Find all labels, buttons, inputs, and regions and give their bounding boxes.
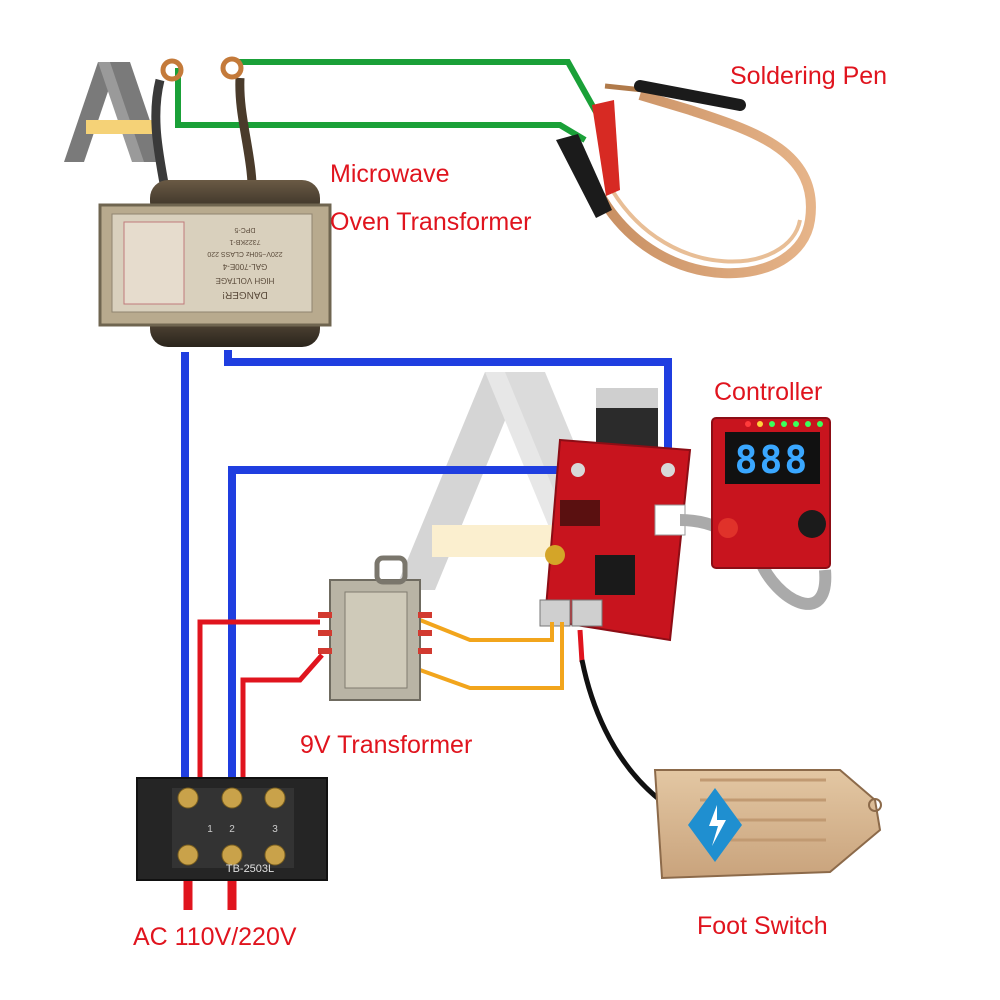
adjust-knob[interactable] [798, 510, 826, 538]
screw-icon [264, 787, 286, 809]
terminal-block-model: TB-2503L [226, 863, 274, 875]
label-microwave-line1: Microwave [330, 160, 450, 188]
label-microwave-line2: Oven Transformer [330, 208, 532, 236]
terminal-switch [571, 599, 603, 627]
black-banana-plug [556, 134, 612, 218]
ring-terminal-icon [160, 58, 184, 82]
pen-handle [634, 80, 746, 111]
mot-plate-line2: HIGH VOLTAGE [216, 276, 275, 285]
terminal-number: 3 [272, 824, 278, 835]
mot-plate-line4: 220V~50Hz CLASS 220 [207, 250, 282, 257]
pen-cable [595, 90, 816, 279]
label-9v-transformer: 9V Transformer [300, 731, 473, 759]
seven-segment-display [725, 432, 820, 484]
red-wires [183, 619, 585, 910]
screw-icon [221, 787, 243, 809]
mot-plate-line6: DPC-5 [234, 226, 255, 233]
transformer-9v-wire-leads [318, 612, 432, 654]
label-controller: Controller [714, 378, 823, 406]
aa-logo [64, 62, 164, 162]
red-push-button[interactable] [718, 518, 738, 538]
green-wires [175, 59, 599, 143]
controller-board [539, 388, 692, 642]
mot-plate-line1: DANGER! [222, 289, 268, 300]
soldering-pen [556, 80, 816, 279]
status-leds [745, 421, 823, 427]
ring-terminal-icon [220, 56, 244, 80]
terminal-block: TB-2503L 1 2 3 [136, 777, 328, 881]
transformer-9v [318, 555, 432, 701]
label-soldering-pen: Soldering Pen [730, 62, 888, 90]
screw-icon [177, 844, 199, 866]
red-banana-plug [592, 100, 620, 196]
mot-warning-panel [123, 221, 185, 305]
mot-plate-line5: 7322KB-1 [229, 238, 260, 245]
mot-plate-line3: GAL-700E-4 [222, 262, 267, 271]
capacitor [545, 545, 565, 565]
display-digits: 888 [735, 438, 810, 482]
label-ac-input: AC 110V/220V [133, 923, 297, 951]
microwave-oven-transformer: DANGER! HIGH VOLTAGE GAL-700E-4 220V~50H… [98, 56, 332, 347]
foot-switch-cable [579, 659, 662, 802]
terminal-input [539, 599, 571, 627]
terminal-number: 2 [229, 824, 235, 835]
terminal-number: 1 [207, 824, 213, 835]
screw-icon [264, 844, 286, 866]
blue-wires [181, 350, 672, 800]
screw-icon [177, 787, 199, 809]
controller-display-board: 888 [711, 417, 831, 569]
foot-switch [653, 769, 882, 880]
label-foot-switch: Foot Switch [697, 912, 828, 940]
screw-icon [221, 844, 243, 866]
orange-wires [419, 618, 564, 690]
